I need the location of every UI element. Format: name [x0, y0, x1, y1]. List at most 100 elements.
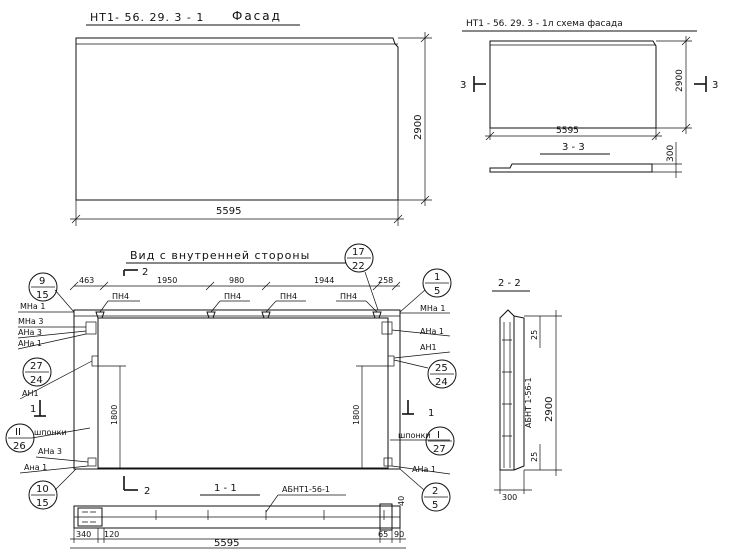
section-2-2-label: АБНТ 1-56-1 [524, 377, 533, 428]
callout-circle-10-15: 10 15 [28, 468, 77, 510]
callout-circle-17-22: 17 22 [344, 243, 379, 311]
scheme-section-profile [489, 163, 653, 173]
svg-text:15: 15 [36, 290, 49, 301]
left-label-ana1-bottom: Ана 1 [24, 463, 47, 472]
section-1-1: 1 - 1 АБНТ1-56-1 340 120 5595 65 90 40 [70, 483, 406, 549]
section-2-2-inner-profile [513, 315, 525, 471]
left-label-ana3: АНа 3 [18, 328, 42, 337]
section-1-1-label-leader [265, 494, 279, 513]
scheme-title: НТ1 - 56. 29. 3 - 1л схема фасада [466, 19, 623, 29]
left-label-ana1: АНа 1 [18, 339, 42, 348]
facade-dim-height: 2900 [413, 115, 424, 140]
inner-dim-tick-0 [69, 281, 79, 291]
left-leader-4 [19, 360, 93, 400]
svg-text:15: 15 [36, 498, 49, 509]
lifting-loop-1 [206, 311, 216, 319]
inner-dim-ticks [69, 281, 401, 291]
section-2-2: 2 - 2 АБНТ 1-56-1 2900 25 25 300 [492, 278, 562, 502]
scheme-panel-outline [489, 40, 657, 129]
svg-text:27: 27 [30, 361, 43, 372]
pn-label-2: ПН4 [280, 292, 297, 301]
section-1-1-dim-120: 120 [104, 530, 119, 539]
scheme-dim-300: 300 [666, 145, 676, 162]
facade-dim-tick-right [393, 214, 403, 224]
facade-title-word: Фасад [232, 9, 282, 23]
facade-title-code: НТ1- 56. 29. 3 - 1 [90, 11, 204, 24]
embed-left-top [85, 321, 97, 335]
section-2-2-dim-25-bottom: 25 [530, 452, 539, 462]
inner-panel-outline [73, 309, 401, 470]
svg-text:I: I [437, 430, 440, 441]
left-label-ana3-bottom: АНа 3 [38, 447, 62, 456]
section-1-1-reinforcement [155, 510, 385, 520]
inner-dim-top-4: 258 [378, 276, 393, 285]
section2-bottom-label: 2 [144, 486, 150, 497]
inner-panel-opening [97, 317, 389, 469]
facade-dim-width: 5595 [216, 206, 241, 217]
section-2-2-dim-width: 300 [502, 493, 517, 502]
inner-dim-tick-1 [99, 281, 109, 291]
svg-text:25: 25 [435, 363, 448, 374]
lifting-loop-2 [261, 311, 271, 319]
scheme-view: НТ1 - 56. 29. 3 - 1л схема фасада 5595 2… [460, 19, 718, 178]
inner-dim-tick-5 [391, 281, 401, 291]
callout-circle-II-26: II 26 [5, 423, 35, 453]
section-1-1-label: АБНТ1-56-1 [282, 485, 330, 494]
svg-text:5: 5 [434, 286, 440, 297]
svg-text:II: II [15, 427, 21, 438]
inner-dim-tick-4 [372, 281, 382, 291]
left-leader-5 [31, 427, 91, 439]
pn-label-0: ПН4 [112, 292, 129, 301]
callout-circle-9-15: 9 15 [28, 272, 75, 313]
facade-panel-outline [75, 37, 399, 201]
section-2-2-outer-profile [499, 309, 515, 471]
inner-view: Вид с внутренней стороны 463 1950 980 19… [5, 243, 457, 512]
left-label-mna1: МНа 1 [20, 302, 45, 311]
lifting-loop-0 [95, 311, 105, 319]
facade-dim-tick-bottom [420, 195, 430, 205]
inner-view-title: Вид с внутренней стороны [130, 249, 310, 262]
dim-1800-left: 1800 [110, 405, 119, 425]
scheme-section-label: 3 - 3 [562, 142, 585, 153]
right-label-mna1: МНа 1 [420, 304, 445, 313]
svg-text:9: 9 [39, 276, 45, 287]
embed-left-upper [91, 355, 99, 367]
svg-text:27: 27 [433, 444, 446, 455]
inner-dim-tick-2 [205, 281, 215, 291]
section-1-1-right-stub [379, 503, 393, 531]
callout-circle-25-24: 25 24 [393, 359, 457, 389]
facade-dim-tick-left [71, 214, 81, 224]
embed-left-bottom [87, 457, 97, 467]
svg-text:1: 1 [434, 272, 440, 283]
section-1-1-dim-65: 65 [378, 530, 388, 539]
left-label-mna3: МНа 3 [18, 317, 43, 326]
section-2-2-reinforcement-horizontal [502, 339, 512, 437]
section-2-2-reinforcement-vertical [503, 322, 511, 468]
scheme-dim-height: 2900 [675, 69, 685, 92]
left-leader-6 [35, 456, 89, 463]
section-1-1-dim-340: 340 [76, 530, 91, 539]
inner-dim-top-1: 1950 [157, 276, 177, 285]
right-leader-1 [391, 329, 451, 337]
section-2-2-title: 2 - 2 [498, 278, 521, 289]
inner-dim-tick-3 [261, 281, 271, 291]
svg-text:26: 26 [13, 441, 26, 452]
pn-label-3: ПН4 [340, 292, 357, 301]
section-2-2-dim-height: 2900 [544, 397, 555, 422]
right-label-ana1-bottom: АНа 1 [412, 465, 436, 474]
scheme-dim-tick-top [681, 36, 691, 46]
scheme-dim-tick-bottom [681, 123, 691, 133]
svg-text:2: 2 [432, 486, 438, 497]
section-2-2-dim-25-top: 25 [530, 330, 539, 340]
pn-label-1: ПН4 [224, 292, 241, 301]
left-leader-7 [19, 465, 89, 474]
section-1-1-end-block [77, 507, 103, 527]
lifting-loop-3 [372, 311, 382, 319]
inner-dim-top-2: 980 [229, 276, 244, 285]
dim-1800-right: 1800 [352, 405, 361, 425]
inner-section2-top-label: 2 [142, 267, 148, 278]
scheme-dim-width: 5595 [556, 126, 579, 136]
section1-right-label: 1 [428, 408, 434, 419]
scheme-section-mark-right: 3 [712, 80, 718, 91]
left-leader-2 [17, 330, 87, 339]
